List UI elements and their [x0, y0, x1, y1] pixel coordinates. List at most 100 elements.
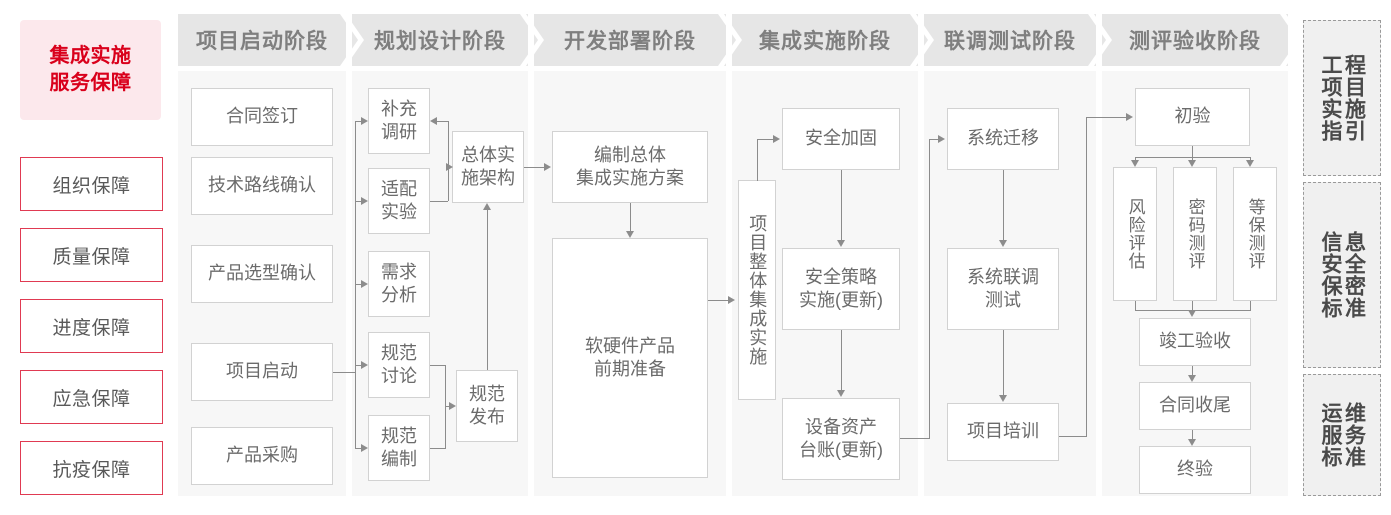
standard-card-security-standard[interactable]: 息全密准信安保标 — [1303, 182, 1381, 368]
node-security-hardening[interactable]: 安全加固 — [782, 108, 900, 170]
connector-preliminary-down — [1192, 146, 1193, 158]
phase-title: 项目启动阶段 — [196, 30, 328, 53]
node-cryptography-evaluation[interactable]: 密码测评 — [1173, 167, 1217, 301]
phase-header-planning[interactable]: 规划设计阶段 — [352, 14, 528, 66]
connector-classified-down — [1250, 301, 1251, 311]
chevron-separator-4 — [910, 14, 934, 66]
connector-overall-integration-to-hardening — [757, 139, 774, 140]
rail-item-label: 质量保障 — [52, 246, 131, 268]
node-overall-implementation-architecture[interactable]: 总体实施架构 — [452, 131, 524, 203]
standard-card-ops-service-standard[interactable]: 维务准运服标 — [1303, 374, 1381, 496]
node-compile-overall-integration-plan[interactable]: 编制总体集成实施方案 — [552, 131, 708, 203]
connector-spec-drafting-to-merge — [430, 448, 446, 449]
standard-card-engineering-guide[interactable]: 程目施引工项实指 — [1303, 20, 1381, 176]
phase-header-acceptance[interactable]: 测评验收阶段 — [1102, 14, 1288, 66]
left-rail-title-line2: 服务保障 — [49, 72, 132, 94]
connector-to-preliminary-acceptance — [1086, 117, 1127, 118]
arrowhead-classified-evaluation — [1246, 160, 1254, 167]
node-product-purchase[interactable]: 产品采购 — [191, 427, 333, 485]
phase-header-jointtest[interactable]: 联调测试阶段 — [924, 14, 1096, 66]
node-label: 合同收尾 — [1159, 395, 1231, 416]
connector-overall-integration-up — [757, 139, 758, 181]
connector-bus-to-supplementary-research — [355, 121, 363, 122]
rail-item-schedule[interactable]: 进度保障 — [20, 299, 163, 353]
node-classified-protection-evaluation[interactable]: 等保测评 — [1233, 167, 1277, 301]
node-spec-discussion[interactable]: 规范讨论 — [368, 332, 430, 398]
arrowhead-risk-assessment — [1131, 160, 1139, 167]
node-label: 适配实验 — [381, 178, 417, 222]
node-supplementary-research[interactable]: 补充调研 — [368, 88, 430, 154]
phase-header-startup[interactable]: 项目启动阶段 — [178, 14, 346, 66]
connector-architecture-to-compile-plan — [524, 167, 546, 168]
node-project-kickoff[interactable]: 项目启动 — [191, 343, 333, 401]
rail-item-epidemic[interactable]: 抗疫保障 — [20, 441, 163, 495]
arrowhead-spec-drafting — [361, 444, 368, 452]
phase-title: 测评验收阶段 — [1129, 30, 1261, 53]
connector-architecture-to-supplementary-research — [437, 121, 449, 122]
node-system-joint-debug-test[interactable]: 系统联调测试 — [947, 248, 1059, 330]
connector-crypto-down — [1192, 301, 1193, 311]
node-label: 技术路线确认 — [208, 175, 316, 196]
rail-item-label: 进度保障 — [52, 317, 131, 339]
arrowhead-preparation — [626, 231, 634, 238]
node-final-acceptance[interactable]: 终验 — [1139, 446, 1251, 494]
node-preliminary-acceptance[interactable]: 初验 — [1135, 88, 1250, 146]
node-risk-assessment[interactable]: 风险评估 — [1113, 167, 1157, 301]
connector-completion-to-closeout — [1192, 366, 1193, 375]
standard-label: 程目施引工项实指 — [1319, 54, 1366, 142]
phase-title: 开发部署阶段 — [564, 30, 696, 53]
node-contract-closeout[interactable]: 合同收尾 — [1139, 382, 1251, 430]
rail-item-emergency[interactable]: 应急保障 — [20, 370, 163, 424]
node-requirement-analysis[interactable]: 需求分析 — [368, 251, 430, 317]
rail-item-quality[interactable]: 质量保障 — [20, 228, 163, 282]
rail-item-label: 组织保障 — [52, 175, 131, 197]
node-adaptation-experiment[interactable]: 适配实验 — [368, 168, 430, 234]
connector-fanout-right — [1250, 157, 1251, 161]
connector-adaptation-to-merge — [430, 201, 448, 202]
node-system-migration[interactable]: 系统迁移 — [947, 108, 1059, 170]
arrowhead-project-training — [999, 395, 1007, 402]
node-project-overall-integration[interactable]: 项目整体集成实施 — [738, 180, 776, 400]
node-equipment-asset-ledger[interactable]: 设备资产台账(更新) — [782, 398, 900, 480]
connector-merge-vertical-top — [448, 121, 449, 201]
node-label: 风险评估 — [1125, 198, 1145, 270]
node-label: 设备资产台账(更新) — [799, 416, 883, 460]
node-hardware-software-preparation[interactable]: 软硬件产品前期准备 — [552, 238, 708, 478]
arrowhead-requirement-analysis — [361, 280, 368, 288]
connector-bus-to-spec-discussion — [355, 365, 363, 366]
node-label: 总体实施架构 — [461, 144, 515, 188]
node-security-policy-implementation[interactable]: 安全策略实施(更新) — [782, 248, 900, 330]
node-product-selection-confirm[interactable]: 产品选型确认 — [191, 245, 333, 303]
rail-item-organization[interactable]: 组织保障 — [20, 157, 163, 211]
connector-to-system-migration — [929, 139, 939, 140]
node-label: 安全策略实施(更新) — [799, 266, 883, 310]
node-label: 编制总体集成实施方案 — [576, 144, 684, 188]
node-project-training[interactable]: 项目培训 — [947, 403, 1059, 461]
node-spec-release[interactable]: 规范发布 — [456, 370, 518, 442]
node-tech-route-confirm[interactable]: 技术路线确认 — [191, 157, 333, 215]
node-completion-acceptance[interactable]: 竣工验收 — [1139, 318, 1251, 366]
node-spec-drafting[interactable]: 规范编制 — [368, 415, 430, 481]
arrowhead-overall-architecture — [446, 163, 453, 171]
arrowhead-back-to-supplementary-research — [430, 117, 437, 125]
connector-bus-to-adaptation-experiment — [355, 201, 363, 202]
phase-header-integrate[interactable]: 集成实施阶段 — [732, 14, 918, 66]
phase-title: 集成实施阶段 — [759, 30, 891, 53]
phase-header-develop[interactable]: 开发部署阶段 — [534, 14, 726, 66]
connector-hardening-to-policy — [841, 170, 842, 240]
node-label: 需求分析 — [381, 261, 417, 305]
arrowhead-security-policy — [837, 240, 845, 247]
node-contract-signing[interactable]: 合同签订 — [191, 88, 333, 146]
chevron-separator-3 — [718, 14, 742, 66]
arrowhead-spec-release — [449, 402, 456, 410]
node-label: 项目整体集成实施 — [747, 214, 768, 366]
connector-preparation-to-overall-integration — [708, 300, 730, 301]
node-label: 密码测评 — [1185, 198, 1205, 270]
chevron-separator-1 — [340, 14, 364, 66]
arrowhead-architecture-from-release — [483, 203, 491, 210]
node-label: 软硬件产品前期准备 — [585, 335, 675, 379]
connector-policy-to-ledger — [841, 330, 842, 390]
arrowhead-overall-integration — [728, 296, 735, 304]
connector-training-up — [1086, 117, 1087, 436]
arrowhead-completion-acceptance — [1188, 310, 1196, 317]
